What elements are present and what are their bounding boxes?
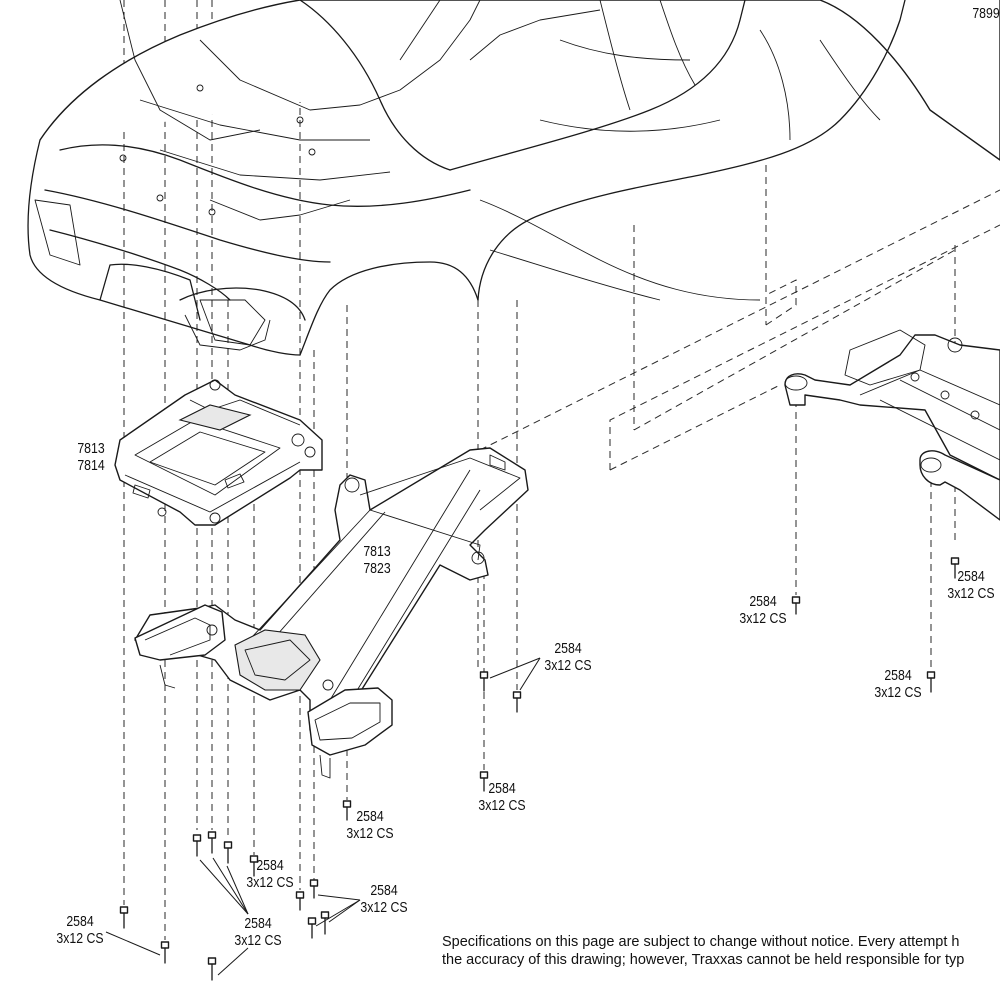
screw-icon	[295, 891, 305, 911]
screw-icon	[926, 671, 936, 693]
screw-part-number: 2584	[749, 593, 777, 610]
screw-callout: 2584 3x12 CS	[543, 640, 592, 674]
part-number-alt: 7814	[77, 457, 105, 474]
screw-part-number: 2584	[356, 808, 384, 825]
screw-icon	[307, 917, 317, 939]
screw-part-number: 2584	[884, 667, 912, 684]
screw-spec: 3x12 CS	[947, 585, 995, 602]
screw-icon	[309, 879, 319, 899]
screw-callout: 2584 3x12 CS	[873, 667, 922, 701]
screw-spec: 3x12 CS	[739, 610, 787, 627]
screw-spec: 3x12 CS	[246, 874, 294, 891]
screw-callout: 2584 3x12 CS	[738, 593, 787, 627]
screw-spec: 3x12 CS	[874, 684, 922, 701]
screw-callout: 2584 3x12 CS	[345, 808, 394, 842]
part-number-alt: 7823	[363, 560, 391, 577]
screw-callout: 2584 3x12 CS	[245, 857, 294, 891]
screw-icon	[320, 911, 330, 935]
screw-icon	[249, 855, 259, 877]
leader-lines	[105, 657, 541, 976]
screw-icon	[950, 557, 960, 579]
screw-part-number: 2584	[256, 857, 284, 874]
screw-part-number: 2584	[370, 882, 398, 899]
screw-part-number: 2584	[244, 915, 272, 932]
part-callout-front-mount: 7813 7814	[71, 440, 112, 474]
chassis-brace	[134, 447, 529, 779]
part-callout-chassis-brace: 7813 7823	[357, 543, 398, 577]
part-number: 7813	[363, 543, 391, 560]
disclaimer-line-2: the accuracy of this drawing; however, T…	[442, 952, 965, 968]
screw-callout: 2584 3x12 CS	[359, 882, 408, 916]
rear-chassis-parts	[784, 329, 1000, 521]
screw-part-number: 2584	[554, 640, 582, 657]
screw-icon	[512, 691, 522, 713]
screw-spec: 3x12 CS	[544, 657, 592, 674]
part-callout-7899: 7899	[972, 5, 1000, 22]
screw-callout: 2584 3x12 CS	[55, 913, 104, 947]
screw-icon	[223, 841, 233, 864]
screw-spec: 3x12 CS	[56, 930, 104, 947]
screw-icon	[791, 596, 801, 615]
screws	[119, 557, 960, 981]
disclaimer-footnote: Specifications on this page are subject …	[442, 933, 1000, 969]
body-shell	[27, 0, 1000, 356]
disclaimer-line-1: Specifications on this page are subject …	[442, 934, 960, 950]
screw-icon	[207, 957, 217, 981]
front-bumper-mount	[114, 379, 323, 526]
screw-callout: 2584 3x12 CS	[946, 568, 995, 602]
screw-part-number: 2584	[488, 780, 516, 797]
screw-callout: 2584 3x12 CS	[477, 780, 526, 814]
screw-part-number: 2584	[957, 568, 985, 585]
screw-spec: 3x12 CS	[234, 932, 282, 949]
screw-icon	[160, 941, 170, 964]
screw-icon	[479, 671, 489, 692]
screw-spec: 3x12 CS	[346, 825, 394, 842]
screw-part-number: 2584	[66, 913, 94, 930]
screw-icon	[342, 800, 352, 821]
screw-icon	[192, 834, 202, 857]
screw-callout: 2584 3x12 CS	[233, 915, 282, 949]
screw-icon	[479, 771, 489, 792]
screw-spec: 3x12 CS	[360, 899, 408, 916]
screw-icon	[119, 906, 129, 929]
part-number: 7813	[77, 440, 105, 457]
screw-spec: 3x12 CS	[478, 797, 526, 814]
screw-icon	[207, 831, 217, 854]
